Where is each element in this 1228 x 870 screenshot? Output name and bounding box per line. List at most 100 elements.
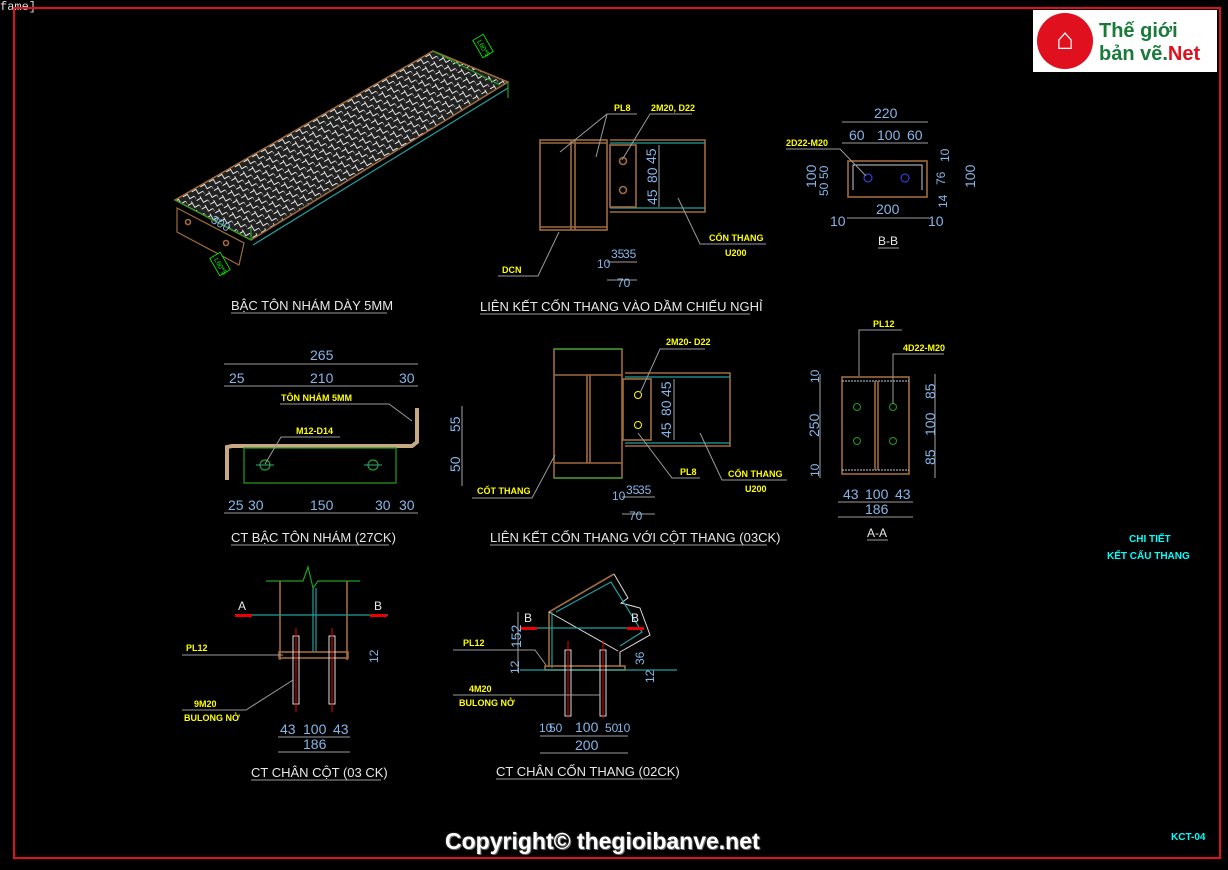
view-title-beam-connection: LIÊN KẾT CỐN THANG VÀO DẦM CHIẾU NGHỈ [480,299,763,314]
dim-text: 60 [849,127,865,143]
dim-text: 25 [229,370,245,386]
dim-text: 12 [643,669,657,683]
label-stringer: CỐN THANG [709,232,764,243]
dim-text: 100 [877,127,901,143]
view-column-connection: 45 80 45 35 35 10 70 2M20- D22 PL8 CỐN T… [472,337,787,546]
dim-text: 85 [922,383,938,399]
dim-text: 50 [817,165,831,179]
side-note-line2: KẾT CẤU THANG [1107,549,1190,562]
dim-text: 100 [865,486,889,502]
sheet-code: KCT-04 [1171,832,1206,843]
dim-text: 80 [658,400,674,416]
dim-text: 100 [303,721,327,737]
dim-text: 150 [310,497,334,513]
dim-text: 200 [876,201,900,217]
dim-text: 30 [399,370,415,386]
label-plate: TÔN NHÁM 5MM [281,392,352,403]
dim-text: 45 [658,381,674,397]
dim-text: 186 [303,736,327,752]
label-bolts: 2M20, D22 [651,103,695,113]
dim-text: 45 [658,422,674,438]
dim-text: 14 [936,194,950,208]
dim-text: 10 [539,721,553,735]
label-section: U200 [745,484,767,494]
dim-text: 35 [626,483,640,497]
drawing-frame [13,7,1221,859]
view-column-base: A B 12 43 100 43 186 PL12 9M20 BULONG NỞ… [182,564,388,781]
view-step-detail: 265 25 210 30 55 50 25 30 150 30 30 TÔN … [224,347,463,546]
dim-text: 43 [843,486,859,502]
label-bolts: 2M20- D22 [666,337,711,347]
dim-text: 210 [310,370,334,386]
dim-text: 60 [907,127,923,143]
dim-text: 250 [806,413,822,437]
label-bolts: 2D22-M20 [786,138,828,148]
logo-line2: bản vẽ.Net [1099,43,1200,66]
dim-text: 265 [310,347,334,363]
dim-text: 152 [508,624,524,648]
dim-text: 200 [575,737,599,753]
dim-text: 10 [597,257,611,271]
brand-logo: ⌂ Thế giới bản vẽ.Net [1033,10,1217,72]
dim-text: 50 [447,456,463,472]
label-bolts: 9M20 [194,699,217,709]
house-icon: ⌂ [1037,13,1093,69]
view-title-column-connection: LIÊN KẾT CỐN THANG VỚI CỘT THANG (03CK) [490,530,780,545]
dim-text: 45 [643,148,659,164]
label-stringer: CỐN THANG [728,468,783,479]
dim-text: 35 [611,247,625,261]
section-mark-b-right: B [631,611,639,625]
dim-text: 100 [922,412,938,436]
dim-text: 50 [549,721,563,735]
dim-text: 85 [922,449,938,465]
dim-text: 35 [638,483,652,497]
label-plate: PL8 [680,467,697,477]
dim-text: 36 [633,651,647,665]
dim-text: 186 [865,501,889,517]
dim-text: 100 [803,164,819,188]
label-plate: PL12 [873,319,895,329]
label-plate: PL12 [186,643,208,653]
section-mark-a: A [238,599,246,613]
section-mark-b-left: B [524,611,532,625]
view-section-aa: 10 250 10 85 100 85 43 100 43 186 PL12 4… [806,319,945,541]
label-bolts: M12-D14 [296,426,333,436]
logo-line1: Thế giới [1099,20,1178,42]
dim-text: 43 [333,721,349,737]
dim-text: 10 [617,721,631,735]
label-bolts: 4D22-M20 [903,343,945,353]
dim-text: 45 [644,189,660,205]
view-title-step-detail: CT BẬC TÔN NHÁM (27CK) [231,530,396,545]
dim-text: 50 [605,721,619,735]
label-bolts: 4M20 [469,684,492,694]
dim-text: 10 [938,148,952,162]
dim-text: 76 [934,171,948,185]
label-plate: PL8 [614,103,631,113]
view-title-stringer-base: CT CHÂN CỐN THANG (02CK) [496,764,680,779]
view-title-column-base: CT CHÂN CỘT (03 CK) [251,765,388,780]
view-beam-connection: 45 80 45 35 35 10 70 PL8 2M20, D22 CỐN T… [480,103,766,315]
side-note-line1: CHI TIẾT [1129,532,1171,545]
view-title-section-aa: A-A [867,526,887,540]
dim-text: 30 [375,497,391,513]
dim-text: 80 [644,167,660,183]
label-anchor-bolts: BULONG NỞ [184,712,240,723]
label-section: U200 [725,248,747,258]
view-title-section-bb: B-B [878,234,898,248]
dim-text: 10 [928,213,944,229]
logo-line2-net: Net [1167,43,1201,65]
dim-text: 10 [612,489,626,503]
dim-text: 12 [367,649,381,663]
label-beam: DCN [502,265,522,275]
view-stringer-base: B B 152 12 36 12 10 50 100 50 10 200 PL1… [453,573,680,780]
dim-text: 43 [280,721,296,737]
dim-text: 10 [808,369,822,383]
dim-text: 70 [629,509,643,523]
dim-text: 12 [508,660,522,674]
view-title-step-iso: BẬC TÔN NHÁM DÀY 5MM [231,298,393,313]
dim-text: 55 [447,416,463,432]
view-step-isometric: 300 L60*5 L60*5 BẬC TÔN NHÁM DÀY 5MM [173,33,510,314]
label-column: CỐT THANG [477,485,531,496]
dim-text: 100 [575,719,599,735]
